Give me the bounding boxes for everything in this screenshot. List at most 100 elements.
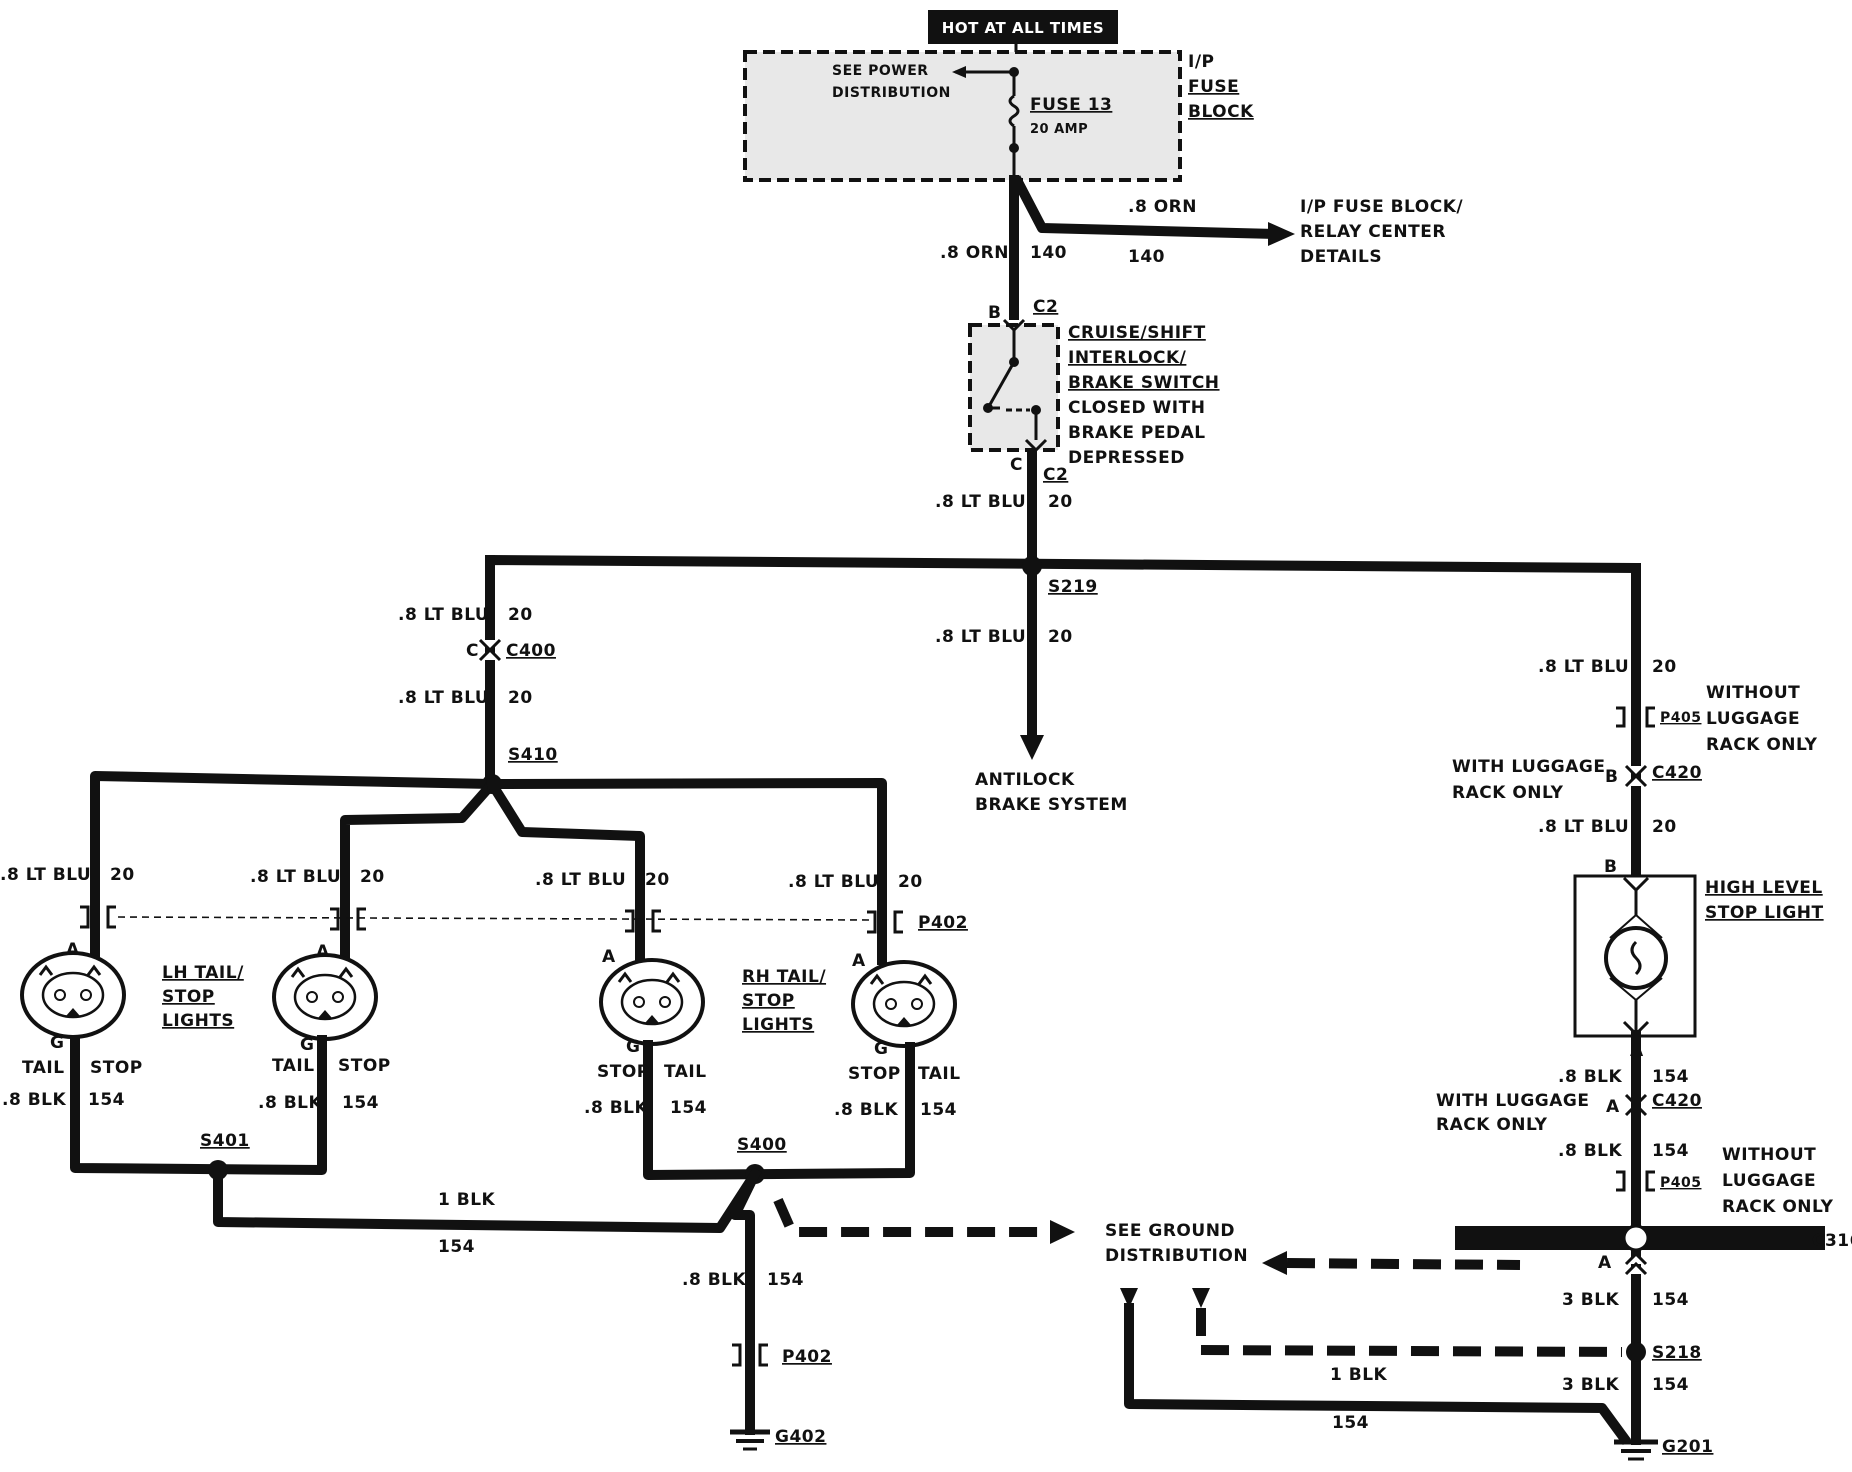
lamp1-pin-g: G bbox=[50, 1033, 64, 1053]
g402-connector: P402 bbox=[782, 1347, 832, 1367]
fuse-rating: 20 AMP bbox=[1030, 122, 1088, 137]
lamp2-circuit: 20 bbox=[360, 867, 385, 887]
p402-connector-icons bbox=[80, 905, 903, 934]
bottom-circuit: 154 bbox=[1332, 1413, 1369, 1433]
lamp1-pin-a: A bbox=[66, 940, 80, 960]
c420-top-pin: B bbox=[1605, 767, 1618, 787]
lamp4-circuit: 20 bbox=[898, 872, 923, 892]
fuse-block-title-2: FUSE bbox=[1188, 77, 1239, 97]
without-1: WITHOUT bbox=[1706, 683, 1800, 703]
lamp3-gnd-circuit: 154 bbox=[670, 1098, 707, 1118]
hl-gnd-circuit-2: 154 bbox=[1652, 1141, 1689, 1161]
lh-label-2: STOP bbox=[162, 987, 215, 1007]
hot-label: HOT AT ALL TIMES bbox=[942, 19, 1104, 37]
splice-s218 bbox=[1626, 1342, 1646, 1362]
rh-lamp-2-icon bbox=[851, 960, 957, 1048]
lamp3-pin-a: A bbox=[602, 947, 616, 967]
switch-note-2: BRAKE PEDAL bbox=[1068, 423, 1206, 443]
switch-pin-c: C bbox=[1010, 455, 1023, 475]
branch-dest-1: I/P FUSE BLOCK/ bbox=[1300, 197, 1463, 217]
c420-top: C420 bbox=[1652, 763, 1702, 783]
fuse-13-icon bbox=[1008, 67, 1020, 180]
abs-dest-1: ANTILOCK bbox=[975, 770, 1075, 790]
rh-label-1: RH TAIL/ bbox=[742, 967, 826, 987]
p405-top: P405 bbox=[1660, 710, 1701, 726]
without-3: RACK ONLY bbox=[1706, 735, 1818, 755]
lamp1-tail: TAIL bbox=[22, 1058, 65, 1078]
right-gnd-circuit-2: 154 bbox=[1652, 1375, 1689, 1395]
hl-name-2: STOP LIGHT bbox=[1705, 903, 1824, 923]
lamp4-pin-g: G bbox=[874, 1039, 888, 1059]
ground-g201-icon bbox=[1614, 1439, 1658, 1461]
switch-name-3: BRAKE SWITCH bbox=[1068, 373, 1220, 393]
c316-pin: A bbox=[1598, 1253, 1612, 1273]
without-5: LUGGAGE bbox=[1722, 1171, 1816, 1191]
switch-name-1: CRUISE/SHIFT bbox=[1068, 323, 1206, 343]
left-wire-1: .8 LT BLU bbox=[398, 605, 489, 625]
lamp4-wire: .8 LT BLU bbox=[788, 872, 879, 892]
lamp2-tail: TAIL bbox=[272, 1056, 315, 1076]
s401-circuit: 154 bbox=[438, 1237, 475, 1257]
g402-circuit: 154 bbox=[767, 1270, 804, 1290]
lamp3-tail: TAIL bbox=[664, 1062, 707, 1082]
with-1: WITH LUGGAGE bbox=[1452, 757, 1605, 777]
s218-wire: 1 BLK bbox=[1330, 1365, 1388, 1385]
rh-label-3: LIGHTS bbox=[742, 1015, 814, 1035]
p402-label: P402 bbox=[918, 913, 968, 933]
abs-arrow bbox=[1020, 735, 1044, 760]
see-ground-2: DISTRIBUTION bbox=[1105, 1246, 1248, 1266]
lh-label-1: LH TAIL/ bbox=[162, 963, 244, 983]
right-circuit-1: 20 bbox=[1652, 657, 1677, 677]
lamp2-stop: STOP bbox=[338, 1056, 391, 1076]
c316-pin-icon bbox=[1624, 1251, 1648, 1276]
switch-out-circuit: 20 bbox=[1048, 492, 1073, 512]
lamp3-circuit: 20 bbox=[645, 870, 670, 890]
lamp4-stop: STOP bbox=[848, 1064, 901, 1084]
s219-label: S219 bbox=[1048, 577, 1098, 597]
lamp1-circuit: 20 bbox=[110, 865, 135, 885]
hl-name-1: HIGH LEVEL bbox=[1705, 878, 1823, 898]
with-3: WITH LUGGAGE bbox=[1436, 1091, 1589, 1111]
switch-name-2: INTERLOCK/ bbox=[1068, 348, 1187, 368]
fuse-name: FUSE 13 bbox=[1030, 95, 1112, 115]
rh-lamp-1-icon bbox=[599, 958, 705, 1046]
switch-note-3: DEPRESSED bbox=[1068, 448, 1185, 468]
s401-label: S401 bbox=[200, 1131, 250, 1151]
feed-wire: .8 ORN bbox=[940, 243, 1009, 263]
p405-bottom: P405 bbox=[1660, 1175, 1701, 1191]
s400-label: S400 bbox=[737, 1135, 787, 1155]
hl-gnd-wire-2: .8 BLK bbox=[1558, 1141, 1622, 1161]
lamp1-gnd-circuit: 154 bbox=[88, 1090, 125, 1110]
lamp2-wire: .8 LT BLU bbox=[250, 867, 341, 887]
ground-g402-icon bbox=[730, 1429, 770, 1451]
abs-dest-2: BRAKE SYSTEM bbox=[975, 795, 1128, 815]
lamp3-gnd-wire: .8 BLK bbox=[584, 1098, 648, 1118]
lamp2-pin-g: G bbox=[300, 1035, 314, 1055]
lh-lamp-2-icon bbox=[272, 953, 378, 1041]
left-circuit-1: 20 bbox=[508, 605, 533, 625]
switch-connector-bottom: C2 bbox=[1043, 465, 1068, 485]
c420-top-connector-icon bbox=[1624, 764, 1648, 788]
feed-circuit: 140 bbox=[1030, 243, 1067, 263]
g402-wire: .8 BLK bbox=[682, 1270, 746, 1290]
brake-switch-icon bbox=[983, 318, 1048, 453]
without-2: LUGGAGE bbox=[1706, 709, 1800, 729]
fuse-block-title-1: I/P bbox=[1188, 52, 1215, 72]
c420-bottom-pin: A bbox=[1606, 1097, 1620, 1117]
with-4: RACK ONLY bbox=[1436, 1115, 1548, 1135]
switch-connector-top: C2 bbox=[1033, 297, 1058, 317]
g201-label: G201 bbox=[1662, 1437, 1713, 1457]
see-power-1: SEE POWER bbox=[832, 63, 929, 79]
c400-pin: C bbox=[466, 641, 479, 661]
lamp3-wire: .8 LT BLU bbox=[535, 870, 626, 890]
c400-connector-icon bbox=[478, 638, 502, 662]
hl-gnd-circuit-1: 154 bbox=[1652, 1067, 1689, 1087]
see-ground-1: SEE GROUND bbox=[1105, 1221, 1235, 1241]
abs-circuit: 20 bbox=[1048, 627, 1073, 647]
p405-top-connector-icon bbox=[1616, 706, 1655, 728]
lh-label-3: LIGHTS bbox=[162, 1011, 234, 1031]
rh-label-2: STOP bbox=[742, 991, 795, 1011]
c316-label: C316 bbox=[1812, 1231, 1852, 1251]
right-wire-1: .8 LT BLU bbox=[1538, 657, 1629, 677]
